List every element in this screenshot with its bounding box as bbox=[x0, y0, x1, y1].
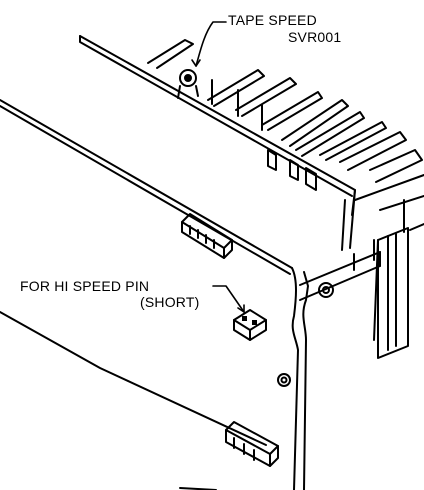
right-bracket bbox=[299, 174, 424, 359]
lower-connector bbox=[225, 421, 279, 467]
hi-speed-pin-header bbox=[233, 309, 267, 341]
hi-speed-pin-label: FOR HI SPEED PIN bbox=[20, 278, 150, 294]
svr001-label: SVR001 bbox=[288, 29, 342, 45]
top-pin-row bbox=[147, 39, 423, 191]
rear-board bbox=[79, 35, 356, 251]
callout-leaders bbox=[191, 21, 245, 313]
front-board bbox=[0, 99, 309, 490]
tape-speed-label: TAPE SPEED bbox=[228, 12, 317, 28]
upper-connector bbox=[181, 213, 233, 259]
front-screw bbox=[277, 373, 291, 387]
tape-speed-potentiometer bbox=[177, 69, 199, 99]
short-label: (SHORT) bbox=[140, 294, 200, 310]
